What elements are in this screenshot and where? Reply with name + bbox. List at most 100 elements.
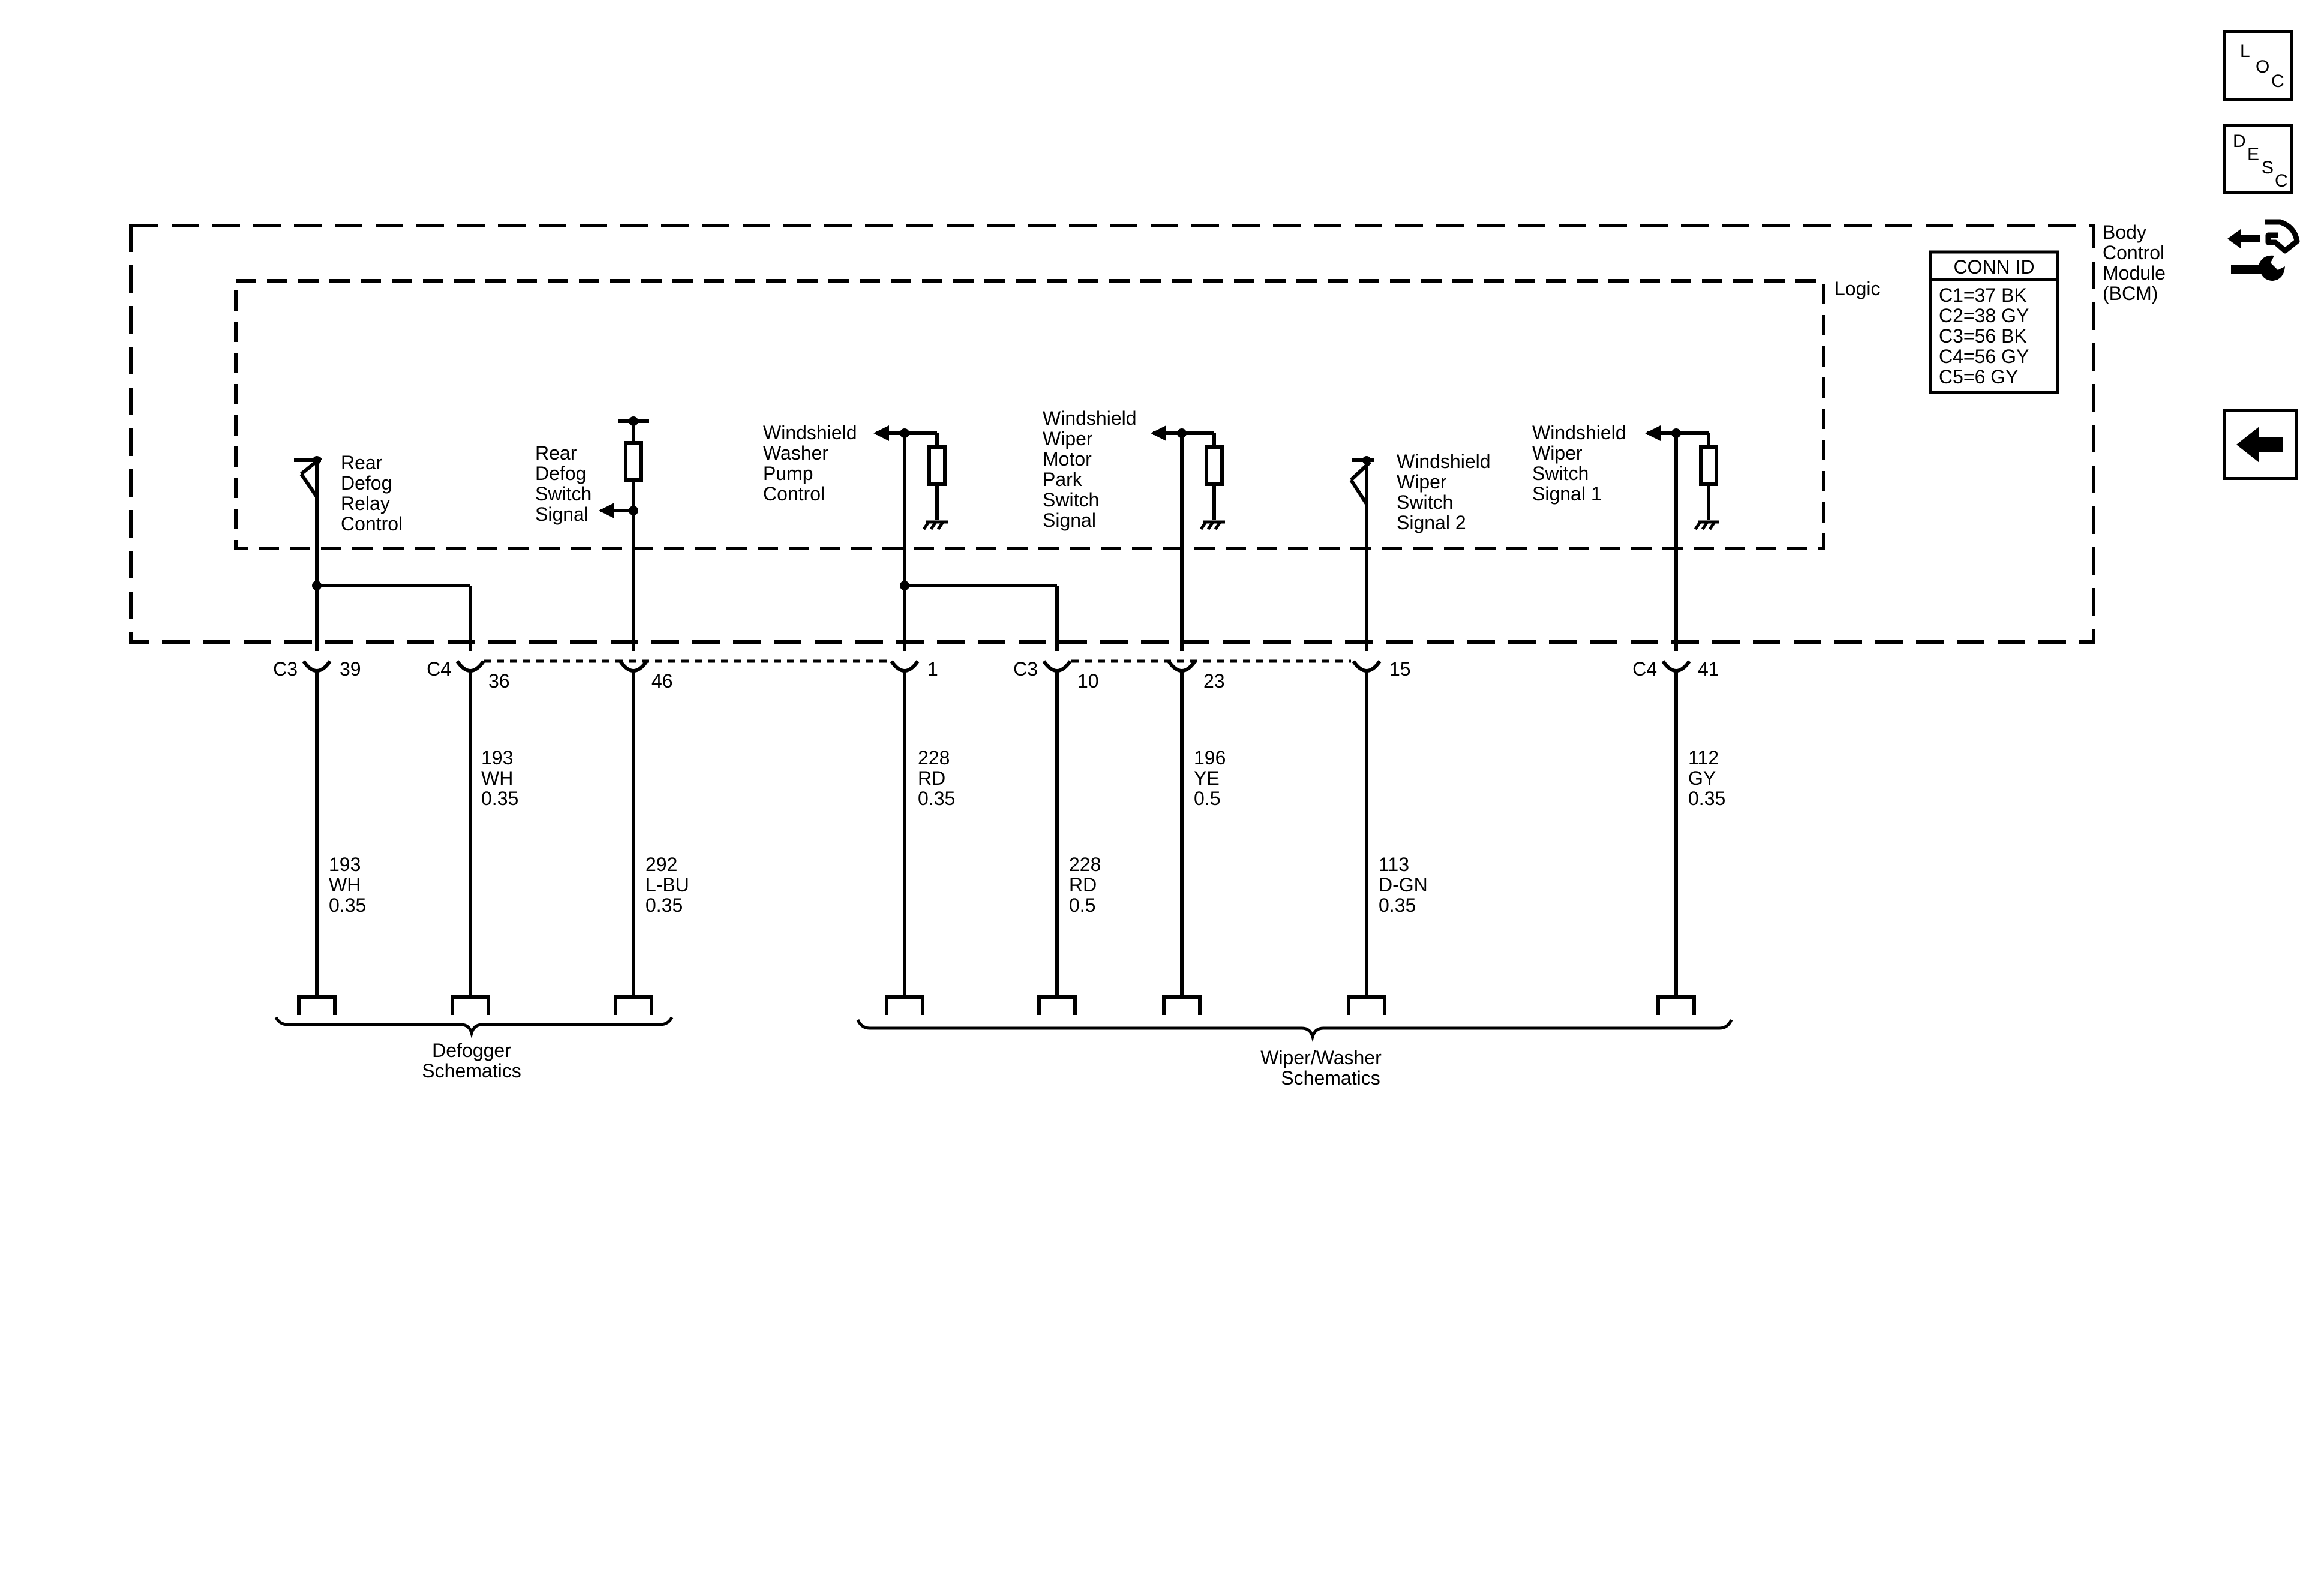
wire-color: RD <box>1069 874 1097 896</box>
function-label-line: Switch <box>535 483 591 505</box>
function-label-rear-defog-relay: Rear Defog Relay Control <box>341 452 403 535</box>
pin-number: 23 <box>1203 670 1225 692</box>
wire-gauge: 0.5 <box>1194 788 1220 809</box>
wire-label: 292 L-BU 0.35 <box>645 854 689 916</box>
bcm-outline <box>129 224 2095 644</box>
function-label-line: Rear <box>535 442 577 464</box>
wire-label: 196 YE 0.5 <box>1194 747 1226 809</box>
function-label-line: Wiper <box>1043 428 1093 449</box>
wire-color: RD <box>918 767 945 789</box>
description-button[interactable]: D E S C <box>2223 124 2293 194</box>
wire-gauge: 0.35 <box>481 788 518 809</box>
wire-label: 193 WH 0.35 <box>329 854 366 916</box>
function-label-wiper-signal-2: Windshield Wiper Switch Signal 2 <box>1397 451 1491 533</box>
function-label-line: Wiper <box>1397 471 1447 493</box>
pin-number: 36 <box>488 670 510 692</box>
function-label-rear-defog-switch: Rear Defog Switch Signal <box>535 442 591 525</box>
pin-number: 10 <box>1077 670 1099 692</box>
pin-number: 15 <box>1389 658 1411 680</box>
conn-id-row: C3=56 BK <box>1939 325 2027 347</box>
wire-circuit: 196 <box>1194 747 1226 769</box>
logic-label: Logic <box>1834 278 1881 299</box>
function-label-line: Switch <box>1043 489 1099 511</box>
connector-label: C4 <box>427 658 451 680</box>
conn-id-row: C1=37 BK <box>1939 284 2027 306</box>
function-label-line: Windshield <box>763 422 857 443</box>
bcm-label-line4: (BCM) <box>2103 283 2158 304</box>
wire-gauge: 0.35 <box>1688 788 1725 809</box>
function-label-line: Pump <box>763 463 813 484</box>
wire-color: D-GN <box>1379 874 1428 896</box>
function-label-line: Windshield <box>1043 407 1137 429</box>
wire-label: 228 RD 0.35 <box>918 747 955 809</box>
connector-cups <box>302 660 1691 673</box>
wire-gauge: 0.35 <box>1379 894 1416 916</box>
conn-id-title: CONN ID <box>1953 256 2034 278</box>
group-label-wiper-line1: Wiper/Washer <box>1260 1047 1382 1068</box>
location-letter: C <box>2271 71 2284 91</box>
wire-circuit: 193 <box>481 747 513 769</box>
wire-circuit: 228 <box>1069 854 1101 875</box>
wire-label: 112 GY 0.35 <box>1688 747 1725 809</box>
function-label-line: Defog <box>535 463 586 484</box>
wire-gauge: 0.35 <box>918 788 955 809</box>
wire-color: L-BU <box>645 874 689 896</box>
wire-color: YE <box>1194 767 1220 789</box>
function-label-line: Signal <box>535 503 588 525</box>
wire-label: 228 RD 0.5 <box>1069 854 1101 916</box>
function-label-line: Control <box>763 483 825 505</box>
function-label-line: Park <box>1043 469 1083 490</box>
connector-service-icon[interactable] <box>2223 212 2301 296</box>
function-label-line: Switch <box>1532 463 1589 484</box>
function-label-line: Washer <box>763 442 828 464</box>
terminal-blocks <box>297 995 1696 1015</box>
bcm-label-line3: Module <box>2103 262 2166 284</box>
conn-id-row: C4=56 GY <box>1939 346 2029 367</box>
connector-label: C3 <box>1013 658 1038 680</box>
function-label-line: Wiper <box>1532 442 1583 464</box>
wire-circuit: 193 <box>329 854 361 875</box>
wire-gauge: 0.35 <box>645 894 683 916</box>
description-letter: E <box>2247 145 2260 164</box>
function-label-line: Windshield <box>1532 422 1626 443</box>
pin-number: 46 <box>651 670 673 692</box>
wire-circuit: 113 <box>1379 854 1409 875</box>
function-label-washer-pump: Windshield Washer Pump Control <box>763 422 857 505</box>
function-label-line: Relay <box>341 493 390 514</box>
back-button[interactable] <box>2223 409 2298 480</box>
function-label-line: Windshield <box>1397 451 1491 472</box>
wire-color: WH <box>481 767 513 789</box>
function-label-line: Control <box>341 513 403 535</box>
wire-color: WH <box>329 874 361 896</box>
wire-circuit: 112 <box>1688 747 1719 769</box>
wire-gauge: 0.35 <box>329 894 366 916</box>
pin-number: 1 <box>927 658 938 680</box>
bcm-label-line2: Control <box>2103 242 2164 263</box>
function-label-line: Switch <box>1397 491 1453 513</box>
wire-color: GY <box>1688 767 1716 789</box>
function-label-line: Rear <box>341 452 383 473</box>
wire-circuit: 228 <box>918 747 950 769</box>
wire-label: 193 WH 0.35 <box>481 747 518 809</box>
connector-label: C4 <box>1632 658 1657 680</box>
location-letter: L <box>2240 41 2250 61</box>
wiper-brace <box>856 1019 1733 1043</box>
location-button[interactable]: L O C <box>2223 30 2293 101</box>
pin-number: 41 <box>1698 658 1719 680</box>
logic-outline <box>234 279 1825 550</box>
group-label-defogger-line2: Schematics <box>422 1060 521 1082</box>
wire-circuit: 292 <box>645 854 677 875</box>
wire-gauge: 0.5 <box>1069 894 1095 916</box>
wire-label: 113 D-GN 0.35 <box>1379 854 1428 916</box>
function-label-line: Signal <box>1043 509 1096 531</box>
group-label-defogger-line1: Defogger <box>432 1040 511 1061</box>
arrow-left-icon <box>2236 427 2283 463</box>
function-label-park-switch: Windshield Wiper Motor Park Switch Signa… <box>1043 407 1137 531</box>
function-label-wiper-signal-1: Windshield Wiper Switch Signal 1 <box>1532 422 1626 505</box>
location-letter: O <box>2256 57 2270 77</box>
bcm-label-line1: Body <box>2103 221 2146 243</box>
function-label-line: Signal 2 <box>1397 512 1466 533</box>
function-label-line: Defog <box>341 472 392 494</box>
description-letter: S <box>2262 158 2274 178</box>
